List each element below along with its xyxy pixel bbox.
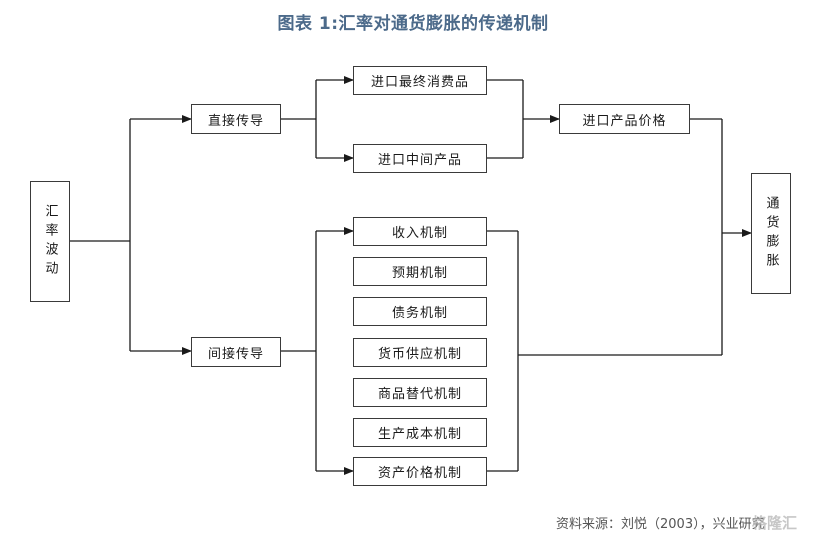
node-mechanism-substitution: 商品替代机制	[353, 378, 487, 407]
node-mechanism-money-supply: 货币供应机制	[353, 338, 487, 367]
node-mechanism-asset-price: 资产价格机制	[353, 457, 487, 486]
node-indirect-transmission: 间接传导	[191, 337, 281, 367]
figure-title: 图表 1:汇率对通货膨胀的传递机制	[277, 14, 549, 34]
watermark-logo: 格隆汇	[752, 514, 798, 532]
node-inflation: 通货膨胀	[751, 173, 791, 294]
node-fx-volatility: 汇率波动	[30, 181, 70, 302]
node-mechanism-expectation: 预期机制	[353, 257, 487, 286]
source-note: 资料来源：刘悦（2003），兴业研究	[556, 517, 765, 532]
node-import-price: 进口产品价格	[559, 104, 690, 134]
node-import-final-goods: 进口最终消费品	[353, 66, 487, 95]
node-direct-transmission: 直接传导	[191, 104, 281, 134]
node-import-intermediate-goods: 进口中间产品	[353, 144, 487, 173]
node-mechanism-debt: 债务机制	[353, 297, 487, 326]
node-mechanism-production-cost: 生产成本机制	[353, 418, 487, 447]
node-mechanism-income: 收入机制	[353, 217, 487, 246]
